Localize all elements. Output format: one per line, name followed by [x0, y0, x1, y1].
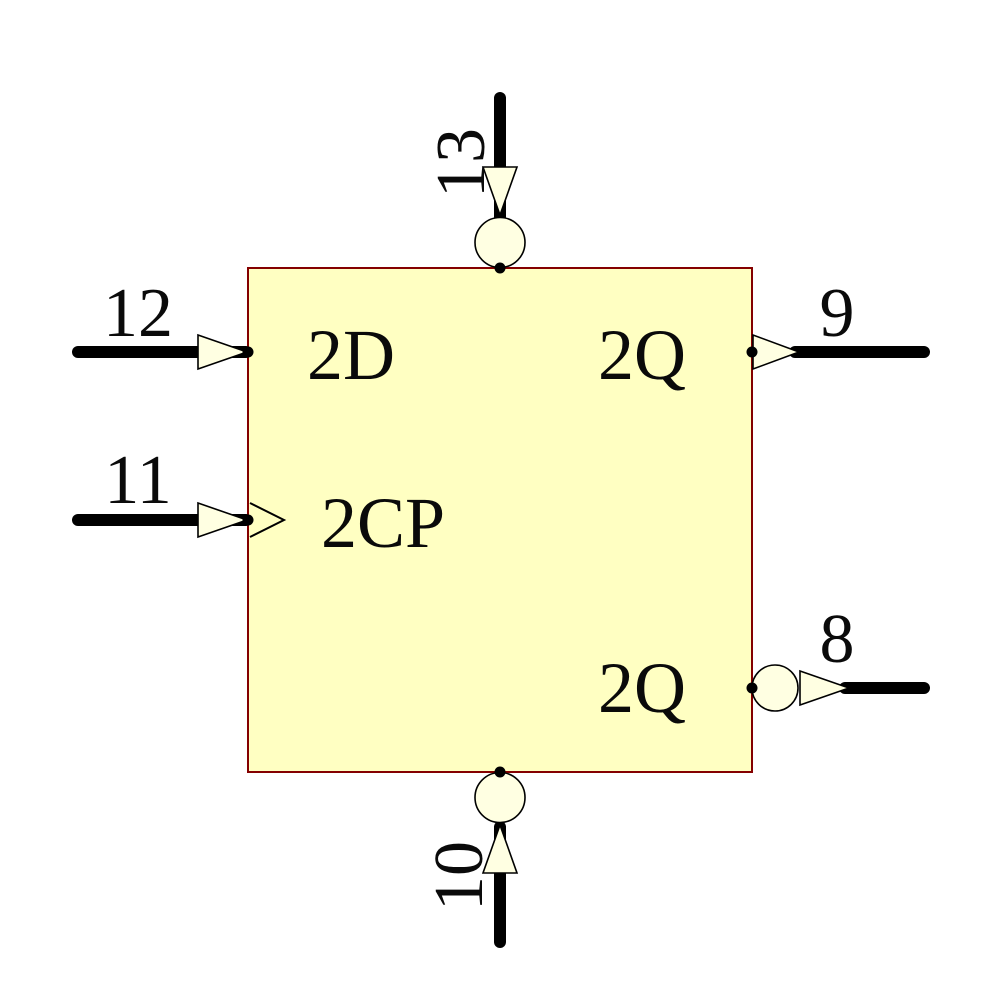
pin-10-connection-dot: [494, 766, 506, 778]
pin-13-connection-dot: [494, 262, 506, 274]
pin-8-arrowhead-icon: [799, 669, 852, 707]
pin-13-arrowhead-icon: [481, 166, 519, 218]
label-2cp: 2CP: [321, 483, 445, 563]
pin-11-arrowhead-icon: [197, 501, 250, 539]
pin-9-arrowhead-icon: [752, 333, 802, 371]
label-2q-inverted: 2Q: [598, 648, 686, 728]
pin-12-arrowhead-icon: [197, 333, 250, 371]
pin-11-connection-dot: [242, 514, 254, 526]
pin-11-number: 11: [104, 442, 171, 519]
pin-10-arrowhead-icon: [481, 822, 519, 874]
pin-8-inversion-bubble-icon: [751, 664, 799, 712]
pin-8[interactable]: 8: [746, 601, 930, 712]
pin-8-connection-dot: [746, 682, 758, 694]
pin-10[interactable]: 10: [421, 766, 526, 948]
pin-10-inversion-bubble-icon: [474, 771, 526, 824]
pin-12[interactable]: 12: [72, 275, 254, 371]
pin-8-number: 8: [820, 601, 855, 678]
label-2q: 2Q: [598, 315, 686, 395]
pin-13-inversion-bubble-icon: [474, 216, 526, 269]
pin-10-number: 10: [421, 841, 498, 911]
pin-13-number: 13: [423, 128, 500, 198]
pin-12-connection-dot: [242, 346, 254, 358]
pin-12-number: 12: [103, 275, 173, 352]
pin-13[interactable]: 13: [423, 92, 526, 274]
pin-9-connection-dot: [746, 346, 758, 358]
label-2d: 2D: [307, 315, 395, 395]
pin-9-number: 9: [820, 275, 855, 352]
pin-11[interactable]: 11: [72, 442, 287, 539]
symbol-body[interactable]: [247, 267, 753, 773]
pin-9[interactable]: 9: [746, 275, 930, 371]
clock-edge-chevron-icon: [249, 502, 287, 538]
pin-labels: 2D 2CP 2Q 2Q: [307, 315, 686, 728]
